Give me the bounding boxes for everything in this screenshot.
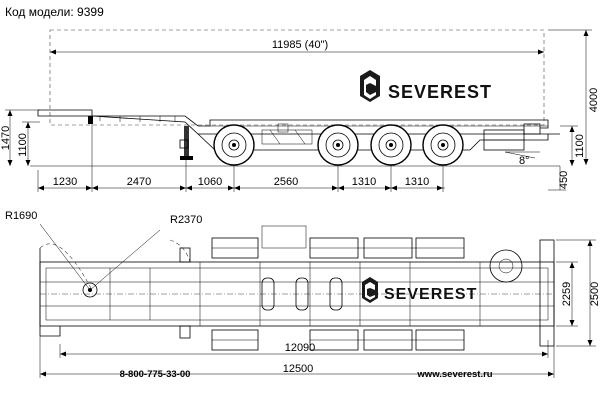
container-outline — [49, 29, 545, 126]
radius-front-label: R1690 — [5, 210, 37, 222]
segment-6-label: 1310 — [405, 176, 429, 188]
segment-1-label: 1230 — [53, 176, 77, 188]
wheelbase-length-label: 12090 — [285, 342, 316, 354]
container-length-label: 11985 (40") — [272, 39, 328, 51]
footer-site: www.severest.ru — [416, 369, 492, 380]
segment-2-label: 2470 — [127, 176, 151, 188]
segment-3-label: 1060 — [198, 176, 222, 188]
radius-turn-label: R2370 — [170, 214, 202, 226]
model-label: Код модели: 9399 — [5, 5, 104, 19]
plan-view: R1690 R2370 — [5, 210, 600, 378]
deck-height-front-label: 1470 — [0, 126, 12, 150]
landing-gear — [179, 126, 193, 160]
rear-angle-label: 8° — [519, 155, 530, 167]
segment-4-label: 2560 — [274, 176, 298, 188]
brand-text-side: SEVEREST — [388, 82, 492, 102]
wheels-plan — [211, 225, 465, 351]
brand-text-plan: SEVEREST — [384, 286, 477, 303]
side-view: 11985 (40") SEVEREST 4000 — [0, 29, 600, 192]
segment-5-label: 1310 — [352, 176, 376, 188]
brand-logo-side: SEVEREST — [360, 70, 492, 102]
rear-overhang-height-label: 450 — [558, 171, 570, 189]
overall-width-label: 2500 — [589, 282, 600, 306]
brand-logo-plan: SEVEREST — [362, 277, 477, 303]
total-height-label: 4000 — [588, 88, 600, 112]
frame-width-label: 2259 — [561, 282, 573, 306]
deck-height-low-label: 1100 — [17, 133, 29, 157]
overall-length-label: 12500 — [283, 363, 314, 375]
deck-height-rear-label: 1100 — [574, 134, 586, 158]
footer-phone: 8-800-775-33-00 — [120, 369, 191, 380]
segment-dimensions: 1230 2470 1060 2560 1310 1310 — [37, 124, 445, 192]
wheels-side — [213, 124, 464, 166]
